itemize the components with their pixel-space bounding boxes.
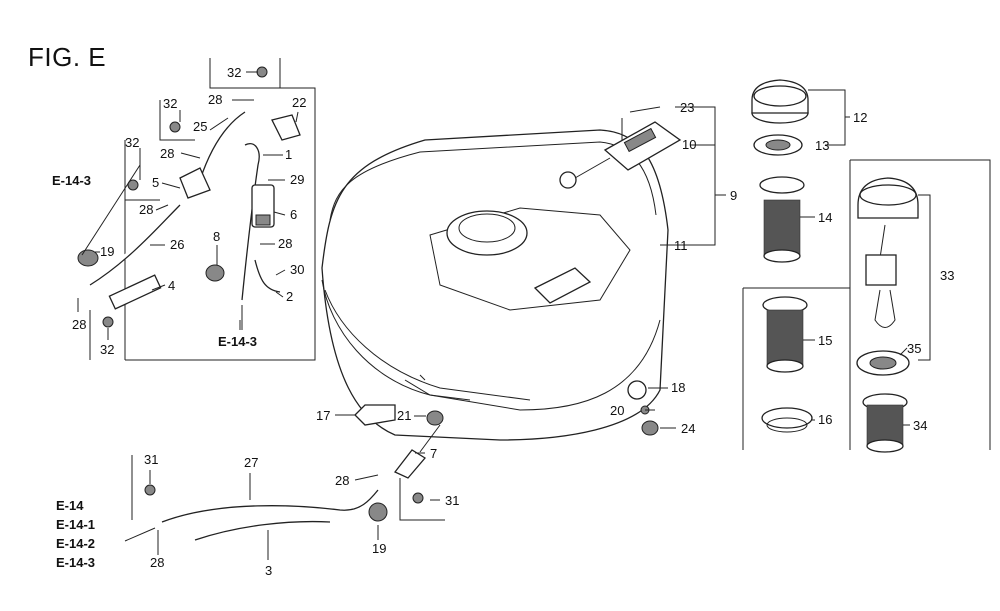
fuel-lines-left: [77, 66, 301, 328]
gasket-35: [856, 350, 910, 376]
callout-27: 27: [244, 455, 258, 470]
callout-28: 28: [160, 146, 174, 161]
figure-title: FIG. E: [28, 42, 107, 72]
callout-28: 28: [208, 92, 222, 107]
callout-11: 11: [674, 238, 688, 253]
ref-e14-1[interactable]: E-14-1: [56, 517, 95, 532]
strainer-15: [762, 296, 808, 373]
strainer-14: [759, 176, 805, 263]
callout-10: 10: [682, 137, 696, 152]
callout-7: 7: [430, 446, 437, 461]
callout-32: 32: [227, 65, 241, 80]
callout-29: 29: [290, 172, 304, 187]
strainer-ring-16: [761, 407, 813, 433]
callout-19: 19: [372, 541, 386, 556]
fuel-lines-bottom: [144, 380, 659, 541]
part-callouts: 32 28 22 32 25 32 28 1 5 29 28 6 8 28 19…: [72, 65, 954, 578]
callout-18: 18: [671, 380, 685, 395]
callout-16: 16: [818, 412, 832, 427]
ref-e14-2[interactable]: E-14-2: [56, 536, 95, 551]
callout-8: 8: [213, 229, 220, 244]
callout-2: 2: [286, 289, 293, 304]
gasket-13: [753, 134, 803, 156]
callout-6: 6: [290, 207, 297, 222]
callout-31: 31: [144, 452, 158, 467]
callout-17: 17: [316, 408, 330, 423]
fuel-gauge: [559, 118, 682, 189]
callout-19: 19: [100, 244, 114, 259]
ref-e14-3-top[interactable]: E-14-3: [52, 173, 91, 188]
callout-33: 33: [940, 268, 954, 283]
callout-34: 34: [913, 418, 927, 433]
callout-12: 12: [853, 110, 867, 125]
callout-21: 21: [397, 408, 411, 423]
callout-24: 24: [681, 421, 695, 436]
callout-14: 14: [818, 210, 832, 225]
ref-e14-3-mid[interactable]: E-14-3: [218, 334, 257, 349]
callout-32: 32: [100, 342, 114, 357]
callout-26: 26: [170, 237, 184, 252]
callout-25: 25: [193, 119, 207, 134]
callout-1: 1: [285, 147, 292, 162]
callout-35: 35: [907, 341, 921, 356]
callout-13: 13: [815, 138, 829, 153]
callout-5: 5: [152, 175, 159, 190]
group-frames: [89, 58, 991, 521]
callout-20: 20: [610, 403, 624, 418]
callout-28: 28: [139, 202, 153, 217]
leader-lines: [77, 71, 931, 560]
callout-32: 32: [125, 135, 139, 150]
ref-e14[interactable]: E-14: [56, 498, 84, 513]
fuel-tank: [321, 129, 669, 441]
ref-e14-3-bot[interactable]: E-14-3: [56, 555, 95, 570]
callout-31: 31: [445, 493, 459, 508]
callout-22: 22: [292, 95, 306, 110]
tank-cap-12: [751, 79, 809, 124]
strainer-34: [862, 393, 908, 453]
callout-9: 9: [730, 188, 737, 203]
callout-30: 30: [290, 262, 304, 277]
callout-23: 23: [680, 100, 694, 115]
tank-cap-33: [857, 177, 919, 328]
callout-15: 15: [818, 333, 832, 348]
section-references: E-14-3 E-14-3 E-14 E-14-1 E-14-2 E-14-3: [52, 173, 257, 570]
callout-28: 28: [335, 473, 349, 488]
callout-3: 3: [265, 563, 272, 578]
callout-28: 28: [278, 236, 292, 251]
callout-32: 32: [163, 96, 177, 111]
callout-4: 4: [168, 278, 175, 293]
callout-28: 28: [72, 317, 86, 332]
callout-28: 28: [150, 555, 164, 570]
